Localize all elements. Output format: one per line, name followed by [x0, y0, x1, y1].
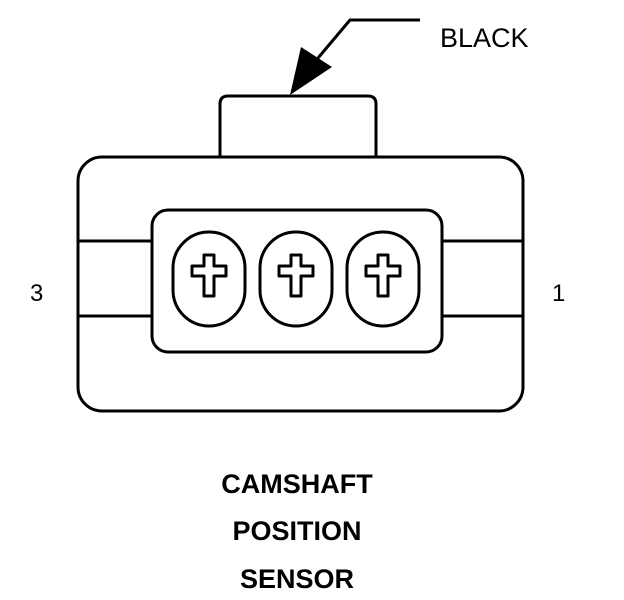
title-line-3: SENSOR	[240, 564, 354, 594]
terminal-pin-1	[345, 230, 421, 328]
terminal-pin-2	[258, 230, 334, 328]
terminal-pin-3-contact	[190, 253, 228, 298]
title-line-1: CAMSHAFT	[221, 469, 373, 499]
terminal-pin-3	[171, 230, 247, 328]
pin-3-label: 3	[30, 280, 43, 307]
callout-arrowhead	[290, 47, 332, 95]
terminal-pin-2-contact	[277, 253, 315, 298]
callout-leader-line	[316, 18, 420, 59]
title-line-2: POSITION	[232, 516, 361, 546]
terminal-pin-1-contact	[364, 253, 402, 298]
locking-tab	[218, 94, 378, 157]
wire-color-label: BLACK	[440, 23, 529, 53]
pin-1-label: 1	[552, 280, 565, 307]
